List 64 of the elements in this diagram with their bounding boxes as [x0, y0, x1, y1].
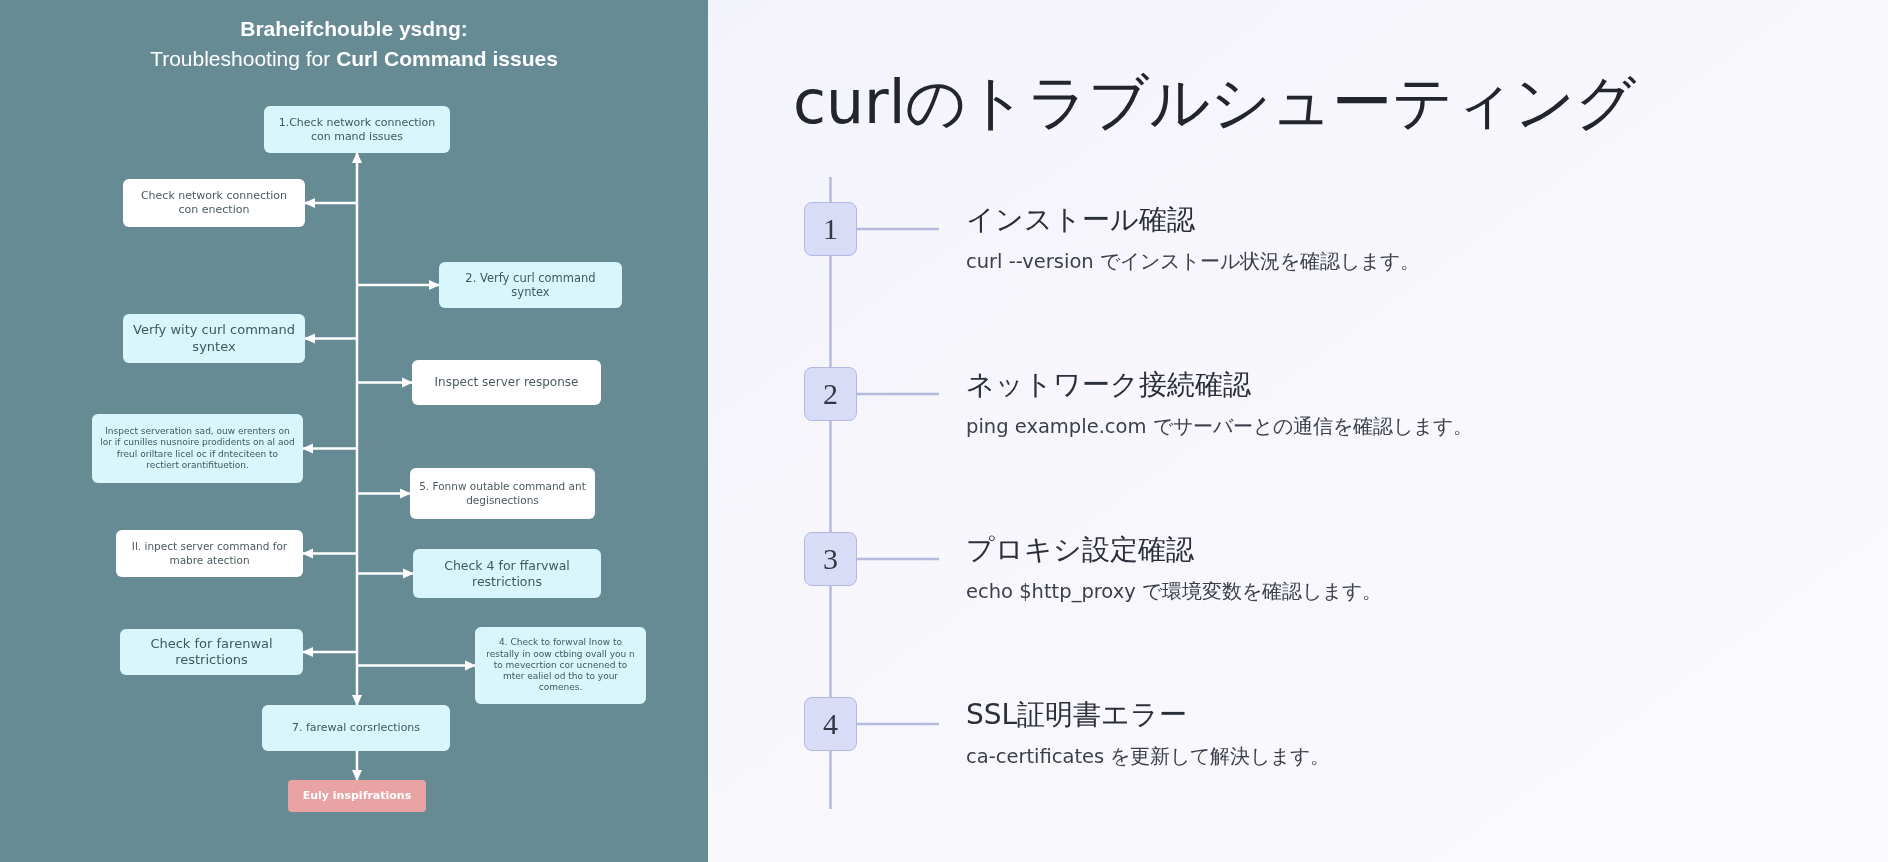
arrow [357, 568, 414, 579]
process-box [92, 414, 303, 483]
step-description: echo $http_proxy で環境変数を確認します。 [966, 579, 1382, 605]
arrow [352, 751, 362, 781]
box-label: Inspect serveration sad, ouw erenters on lor if cunilles nusnoire prodidents on al aod freul oriltare licel oc if dnteciteen to rectiert orantifituetion. [100, 426, 295, 471]
process-box [412, 360, 601, 405]
step-number: 2 [823, 379, 838, 409]
arrow [304, 198, 357, 208]
connector-line [857, 392, 939, 396]
arrow [304, 333, 357, 344]
connector-line [829, 586, 832, 697]
connector-line [829, 256, 832, 367]
step-number-badge [804, 202, 857, 256]
process-box [262, 705, 450, 751]
arrow [352, 152, 362, 706]
connector-line [857, 722, 939, 726]
box-label: Check network connection con enection [139, 189, 289, 217]
process-box [120, 629, 303, 675]
box-label: Check 4 for ffarvwal restrictions [443, 557, 571, 590]
arrow [302, 548, 357, 559]
box-label: Inspect server response [434, 375, 579, 390]
arrow [357, 488, 411, 499]
box-label: Euly inspifrations [302, 789, 412, 803]
step-number-badge [804, 367, 857, 421]
end-box [288, 780, 426, 812]
step-description: ca-certificates を更新して解決します。 [966, 744, 1331, 770]
step-heading: SSL証明書エラー [966, 697, 1188, 733]
arrow [302, 647, 357, 657]
box-label: 7. farewal corsrlections [291, 721, 421, 735]
connector-line [829, 421, 832, 532]
step-heading: インストール確認 [966, 202, 1195, 238]
connector-line [857, 557, 939, 561]
process-box [264, 106, 450, 153]
process-box [123, 179, 305, 227]
step-number-badge [804, 697, 857, 751]
connector-line [857, 227, 939, 231]
box-label: Il. inpect server command for mabre atection [130, 540, 289, 567]
step-number-badge [804, 532, 857, 586]
page-title: curlのトラブルシューティング [793, 66, 1637, 139]
step-heading: プロキシ設定確認 [966, 532, 1194, 568]
box-label: 4. Check to forwval Inow to restally in oow ctbing ovall you n to mevecrtion cor ucnened to mter ealiel od tho to your comenes. [485, 637, 636, 694]
process-box [410, 468, 595, 519]
step-description: curl --version でインストール状況を確認します。 [966, 249, 1420, 275]
arrow [357, 660, 476, 671]
step-heading: ネットワーク接続確認 [966, 367, 1251, 403]
chart-subheading: Troubleshooting for Curl Command issues [150, 46, 558, 72]
box-label: 2. Verfy curl command syntex [464, 270, 597, 300]
process-box [116, 530, 303, 577]
arrow [302, 443, 357, 454]
process-box [475, 627, 646, 704]
step-description: ping example.com でサーバーとの通信を確認します。 [966, 414, 1473, 440]
arrow [357, 377, 413, 388]
step-number: 4 [823, 709, 838, 739]
arrow [357, 280, 440, 290]
process-box [123, 314, 305, 363]
step-number: 3 [823, 544, 838, 574]
box-label: Check for farenwal restrictions [149, 635, 274, 669]
process-box [413, 549, 601, 598]
box-label: 1.Check network connection con mand issues [277, 115, 437, 144]
step-number: 1 [823, 214, 838, 244]
chart-heading: Braheifchouble ysdng: [240, 16, 468, 42]
box-label: Verfy wity curl command syntex [132, 322, 296, 355]
process-box [439, 262, 622, 308]
box-label: 5. Fonnw outable command ant degisnections [418, 480, 587, 507]
